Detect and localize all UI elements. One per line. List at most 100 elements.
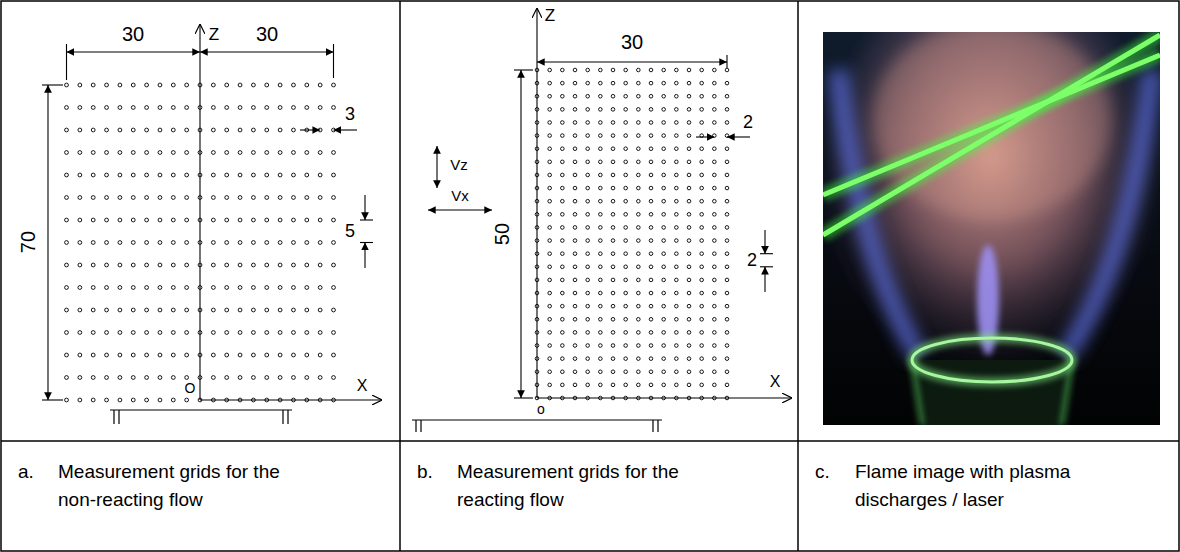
measurement-point (687, 278, 691, 282)
measurement-point (573, 265, 577, 269)
measurement-point (725, 357, 729, 361)
measurement-point (548, 239, 552, 243)
measurement-point (105, 83, 109, 87)
measurement-point (158, 196, 162, 200)
measurement-point (725, 81, 729, 85)
measurement-point (637, 252, 641, 256)
measurement-point (573, 186, 577, 190)
measurement-point (687, 173, 691, 177)
measurement-point (725, 278, 729, 282)
measurement-point (305, 241, 309, 245)
measurement-point (611, 147, 615, 151)
measurement-point (305, 308, 309, 312)
measurement-point (713, 317, 717, 321)
measurement-point (91, 196, 95, 200)
measurement-point (637, 81, 641, 85)
measurement-point (292, 308, 296, 312)
measurement-point (91, 83, 95, 87)
measurement-point (292, 331, 296, 335)
measurement-point (713, 265, 717, 269)
measurement-point (637, 147, 641, 151)
measurement-point (649, 331, 653, 335)
measurement-point (713, 278, 717, 282)
measurement-point (158, 398, 162, 402)
measurement-point (225, 106, 229, 110)
measurement-point (105, 218, 109, 222)
measurement-point (131, 196, 135, 200)
measurement-point (265, 106, 269, 110)
measurement-point (649, 94, 653, 98)
velocity-label: Vx (451, 188, 469, 203)
measurement-point (573, 147, 577, 151)
measurement-point (145, 151, 149, 155)
measurement-point (725, 317, 729, 321)
measurement-point (624, 357, 628, 361)
measurement-point (675, 108, 679, 112)
measurement-point (238, 286, 242, 290)
measurement-point (332, 173, 336, 177)
measurement-point (675, 331, 679, 335)
measurement-point (611, 160, 615, 164)
measurement-point (586, 278, 590, 282)
measurement-point (548, 331, 552, 335)
measurement-point (713, 331, 717, 335)
measurement-point (91, 128, 95, 132)
measurement-point (611, 383, 615, 387)
measurement-point (611, 344, 615, 348)
measurement-point (713, 383, 717, 387)
measurement-point (171, 286, 175, 290)
measurement-point (211, 241, 215, 245)
measurement-point (318, 106, 322, 110)
measurement-point (725, 331, 729, 335)
measurement-point (65, 173, 69, 177)
measurement-point (185, 196, 189, 200)
measurement-point (158, 286, 162, 290)
measurement-point (725, 121, 729, 125)
measurement-point (675, 304, 679, 308)
measurement-point (662, 331, 666, 335)
measurement-point (725, 370, 729, 374)
measurement-point (171, 331, 175, 335)
measurement-point (548, 213, 552, 217)
measurement-point (225, 83, 229, 87)
measurement-point (624, 383, 628, 387)
measurement-point (624, 370, 628, 374)
measurement-point (65, 128, 69, 132)
measurement-point (65, 398, 69, 402)
measurement-point (252, 196, 256, 200)
measurement-point (118, 106, 122, 110)
measurement-point (637, 304, 641, 308)
measurement-point (599, 68, 603, 72)
measurement-point (713, 68, 717, 72)
measurement-point (725, 252, 729, 256)
measurement-point (548, 357, 552, 361)
measurement-point (278, 128, 282, 132)
measurement-point (118, 353, 122, 357)
velocity-arrow (436, 146, 437, 188)
dimension-label: 30 (621, 32, 643, 52)
measurement-point (649, 199, 653, 203)
measurement-point (171, 218, 175, 222)
measurement-point (586, 94, 590, 98)
measurement-point (599, 357, 603, 361)
measurement-point (700, 278, 704, 282)
velocity-label: Vz (450, 157, 468, 172)
measurement-point (171, 376, 175, 380)
burner-outline (412, 420, 662, 432)
measurement-point (713, 81, 717, 85)
measurement-point (548, 186, 552, 190)
measurement-point (548, 121, 552, 125)
measurement-point (225, 241, 229, 245)
measurement-point (611, 304, 615, 308)
measurement-point (637, 383, 641, 387)
measurement-point (637, 265, 641, 269)
measurement-point (611, 121, 615, 125)
measurement-point (131, 106, 135, 110)
measurement-point (105, 376, 109, 380)
measurement-point (332, 241, 336, 245)
measurement-point (586, 173, 590, 177)
measurement-point (185, 376, 189, 380)
measurement-point (700, 186, 704, 190)
measurement-point (561, 226, 565, 230)
measurement-point (649, 252, 653, 256)
